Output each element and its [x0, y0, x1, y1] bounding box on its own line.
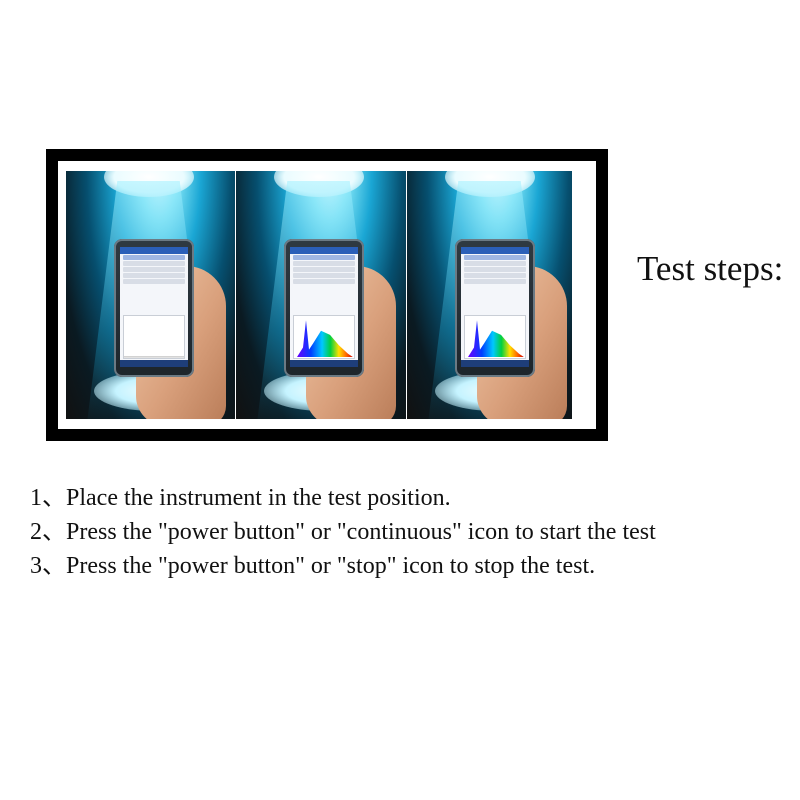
spectrum-chart [293, 315, 355, 359]
photo-step-3 [407, 171, 572, 419]
device-screen [120, 247, 188, 367]
photo-strip [58, 161, 596, 429]
photo-step-1 [66, 171, 235, 419]
photo-strip-frame [46, 149, 608, 441]
spectrometer-device [114, 239, 194, 377]
spectrometer-device [284, 239, 364, 377]
spectrum-chart-empty [123, 315, 185, 359]
photo-step-2 [236, 171, 406, 419]
spectrum-chart [464, 315, 526, 359]
step-item-1: 1、Place the instrument in the test posit… [30, 485, 451, 511]
step-list: 1、Place the instrument in the test posit… [30, 481, 790, 583]
step-item-2: 2、Press the "power button" or "continuou… [30, 519, 656, 545]
step-item-3: 3、Press the "power button" or "stop" ico… [30, 553, 596, 579]
device-screen [461, 247, 529, 367]
device-screen [290, 247, 358, 367]
page-title: Test steps: [637, 249, 784, 288]
spectrometer-device [455, 239, 535, 377]
